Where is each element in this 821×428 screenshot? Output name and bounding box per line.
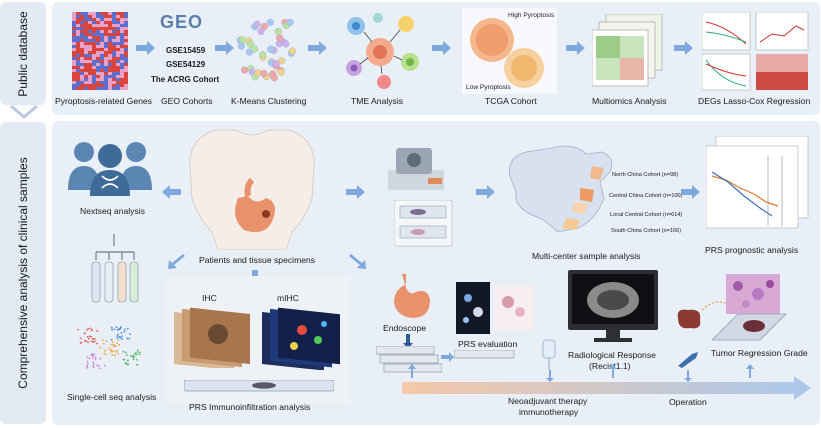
arrow-up-icon — [408, 364, 416, 378]
mihc-fluorescence-icon — [262, 307, 340, 370]
single-cell-label: Single-cell seq analysis — [67, 392, 157, 402]
tme-cells-icon — [346, 13, 419, 89]
histology-image-icon — [726, 274, 780, 314]
prs-immuno-label: PRS Immunoinfiltration analysis — [189, 402, 311, 412]
ihc-label: IHC — [202, 293, 217, 303]
clinical-side: Comprehensive analysis of clinical sampl… — [0, 122, 46, 424]
arrow-right-icon — [441, 352, 454, 362]
pyroptosis-genes-label: Pyroptosis-related Genes — [55, 96, 152, 106]
pipette-tubes-icon — [91, 234, 139, 303]
low-pyroptosis-label: Low Pyroptosis — [466, 84, 511, 91]
north-cohort-label: North China Cohort (n=98) — [612, 172, 679, 178]
trg-label: Tumor Regression Grade — [711, 348, 808, 358]
patient-torso-icon — [189, 129, 315, 250]
stomach-icon — [394, 274, 430, 318]
gene-heatmap-icon — [72, 12, 128, 90]
arrow-right-icon — [136, 41, 155, 55]
immunotherapy-label: immunotherapy — [519, 407, 579, 417]
multiomics-plot-icon — [592, 14, 663, 87]
geo-logo: GEO — [160, 12, 204, 32]
tcga-label: TCGA Cohort — [485, 96, 537, 106]
endoscope-label: Endoscope — [383, 323, 427, 333]
arrow-right-icon — [681, 185, 700, 199]
radiological-label: Radiological Response — [568, 350, 656, 360]
people-dna-icon — [68, 142, 152, 196]
timeline-arrow — [402, 376, 811, 400]
arrow-right-icon — [346, 185, 365, 199]
local-central-cohort-label: Local Central Cohort (n=614) — [610, 212, 683, 218]
geo-id-1: GSE15459 — [166, 46, 206, 55]
multicenter-label: Multi-center sample analysis — [532, 251, 641, 261]
kmeans-cluster-icon — [236, 18, 296, 82]
geo-cohorts-label: GEO Cohorts — [161, 96, 213, 106]
slide-stack-icon — [394, 200, 453, 247]
arrow-right-icon — [566, 41, 585, 55]
high-pyroptosis-label: High Pyroptosis — [508, 12, 555, 19]
arrow-right-icon — [674, 41, 693, 55]
arrow-down-left-icon — [168, 254, 185, 269]
arrow-down-right-icon — [349, 254, 366, 269]
ihc-stain-icon — [174, 307, 250, 368]
arrow-down-icon — [546, 370, 554, 382]
arrow-up-icon — [746, 364, 754, 378]
slide-icon — [184, 380, 334, 392]
clinical-title: Comprehensive analysis of clinical sampl… — [16, 157, 30, 389]
prs-prognostic-label: PRS prognostic analysis — [705, 245, 799, 255]
tcga-cohort-icon — [462, 8, 557, 94]
multiomics-label: Multiomics Analysis — [592, 96, 667, 106]
geo-id-2: GSE54129 — [166, 60, 206, 69]
ct-monitor-icon — [568, 270, 658, 342]
south-cohort-label: South China Cohort (n=166) — [611, 228, 682, 234]
degs-label: DEGs Lasso-Cox Regression — [698, 96, 811, 106]
neoadjuvant-label: Neoadjuvant therapy — [508, 396, 588, 406]
arrow-right-icon — [308, 41, 327, 55]
arrow-left-icon — [162, 185, 181, 199]
prs-evaluation-label: PRS evaluation — [458, 339, 518, 349]
geo-id-3: The ACRG Cohort — [151, 75, 220, 84]
nextseq-label: Nextseq analysis — [80, 206, 145, 216]
public-database-title: Public database — [16, 10, 30, 97]
arrow-down-icon — [684, 370, 692, 382]
central-cohort-label: Central China Cohort (n=100) — [609, 193, 683, 199]
scalpel-icon — [678, 352, 698, 368]
prognostic-curves-icon — [706, 136, 809, 229]
tme-label: TME Analysis — [351, 96, 404, 106]
lasso-cox-plot-icon — [702, 12, 809, 91]
arrow-up-icon — [609, 364, 617, 378]
mihc-label: mIHC — [277, 293, 299, 303]
public-database-panel — [52, 2, 820, 115]
arrow-right-icon — [432, 41, 451, 55]
tumor-tissue-icon — [677, 309, 701, 329]
public-database-side: Public database — [0, 2, 46, 105]
arrow-right-icon — [476, 185, 495, 199]
single-cell-scatter-icon — [77, 326, 142, 370]
operation-label: Operation — [669, 397, 707, 407]
iv-bag-icon — [542, 339, 556, 370]
arrow-down-icon — [403, 334, 413, 349]
recist-label: (Recist1.1) — [589, 361, 631, 371]
prs-evaluation-image-icon — [456, 282, 534, 334]
kmeans-label: K-Means Clustering — [231, 96, 307, 106]
tissue-slide-icon — [711, 313, 787, 341]
china-map-icon — [508, 145, 613, 233]
arrow-right-icon — [215, 41, 234, 55]
patients-label: Patients and tissue specimens — [199, 255, 316, 265]
slide-icon — [454, 350, 515, 359]
microtome-icon — [388, 148, 444, 190]
side-chevron-icon — [10, 104, 38, 119]
